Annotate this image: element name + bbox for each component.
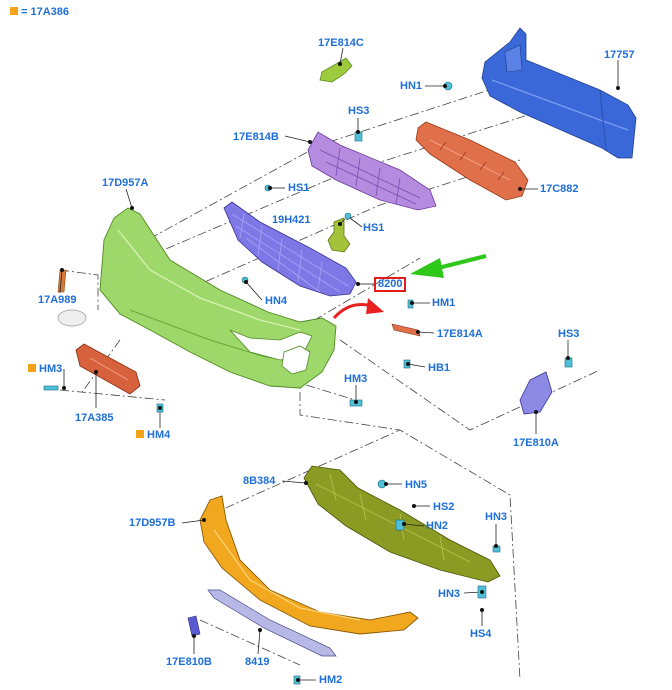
label-hs3-right: HS3 (558, 328, 580, 340)
label-17e810b: 17E810B (166, 656, 212, 668)
label-hm2: HM2 (319, 674, 343, 686)
label-hn4: HN4 (265, 295, 288, 307)
leader-dots (60, 62, 620, 682)
label-hn2: HN2 (426, 520, 449, 532)
label-hs1-b: HS1 (363, 222, 385, 234)
orange-square-icon (136, 430, 144, 438)
orange-square-icon (10, 7, 18, 15)
label-17d957a: 17D957A (102, 177, 149, 189)
bumper-cover-17d957a (57, 207, 337, 389)
green-arrow-icon (410, 254, 487, 278)
label-17e814a: 17E814A (437, 328, 483, 340)
label-hs1-a: HS1 (288, 182, 310, 194)
bracket-19h421 (327, 217, 351, 253)
label-17a385: 17A385 (75, 412, 114, 424)
label-hm4-text: HM4 (147, 429, 171, 441)
label-hn5: HN5 (405, 479, 428, 491)
legend-text: = 17A386 (21, 6, 70, 18)
bracket-17e814a (391, 323, 421, 337)
label-19h421: 19H421 (272, 214, 311, 226)
label-17a989: 17A989 (38, 294, 77, 306)
label-17c882: 17C882 (540, 183, 579, 195)
label-hm1: HM1 (432, 297, 456, 309)
label-17757: 17757 (604, 49, 635, 61)
red-arrow-icon (332, 298, 384, 320)
label-hn1: HN1 (400, 80, 423, 92)
label-hm3-left-text: HM3 (39, 363, 63, 375)
label-hn3-b: HN3 (438, 588, 461, 600)
molding-8419 (207, 589, 337, 657)
label-hn3-a: HN3 (485, 511, 508, 523)
legend: = 17A386 (10, 6, 69, 18)
label-hm4: HM4 (136, 429, 170, 441)
label-hs2: HS2 (433, 501, 455, 513)
label-17e814b: 17E814B (233, 131, 279, 143)
label-17d957b: 17D957B (129, 517, 176, 529)
upper-grille-17e814b (307, 131, 437, 211)
label-8200: 8200 (374, 277, 407, 292)
energy-absorber-17c882 (415, 121, 529, 201)
leader-lines (59, 47, 619, 681)
label-hm3-left: HM3 (28, 363, 62, 375)
label-8419: 8419 (245, 656, 270, 668)
label-hm3-center: HM3 (344, 373, 368, 385)
label-hb1: HB1 (428, 362, 451, 374)
reinforcement-beam-17757 (481, 27, 637, 159)
label-8b384: 8B384 (243, 475, 276, 487)
bracket-17e814c (319, 57, 353, 83)
lower-bumper-17d957b (199, 495, 419, 635)
bracket-17e810b (187, 615, 201, 637)
orange-square-icon (28, 364, 36, 372)
bracket-17a385 (75, 343, 141, 395)
label-17e810a: 17E810A (513, 437, 559, 449)
lower-grille-8200 (223, 201, 357, 297)
bracket-17e810a (519, 371, 553, 415)
label-hs3-top: HS3 (348, 105, 370, 117)
label-17e814c: 17E814C (318, 37, 364, 49)
label-hs4: HS4 (470, 628, 492, 640)
